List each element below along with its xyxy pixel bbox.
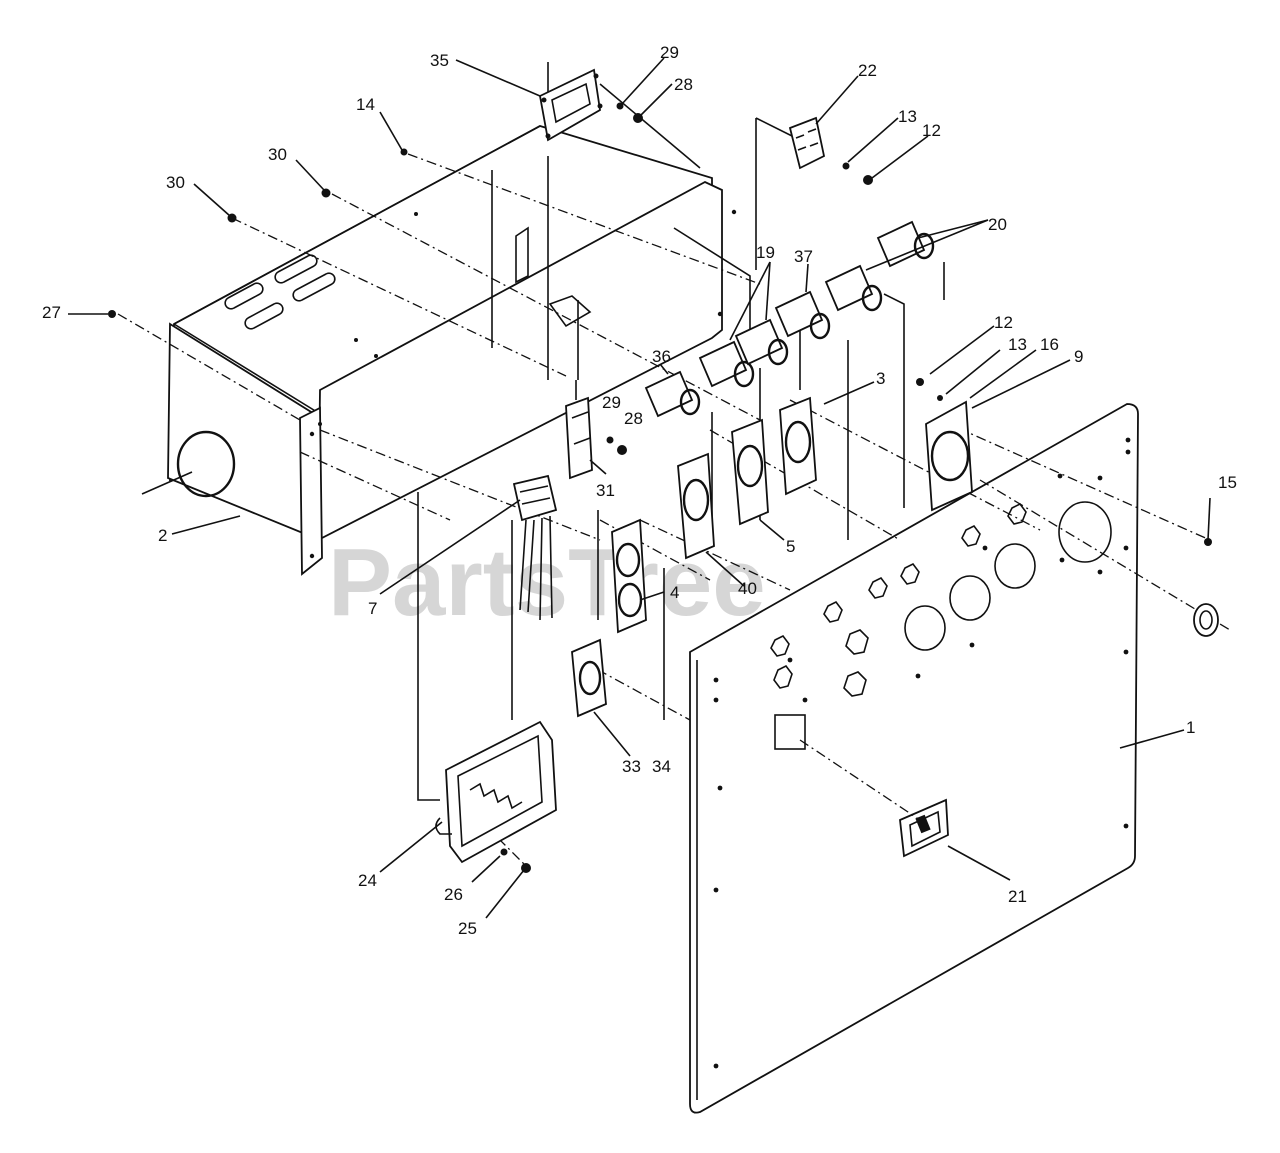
terminal-part-22 [788, 116, 826, 170]
callout-20: 20 [988, 215, 1007, 234]
callout-13a: 13 [898, 107, 917, 126]
switch-part-21 [899, 798, 949, 858]
receptacle-part-9 [925, 400, 973, 512]
bracket-part-35 [538, 68, 603, 142]
mounting-planes [417, 62, 945, 801]
callout-40: 40 [738, 579, 757, 598]
callout-35: 35 [430, 51, 449, 70]
module-part-24 [435, 720, 557, 864]
callout-31: 31 [596, 481, 615, 500]
breaker-20b [876, 220, 935, 268]
callout-26: 26 [444, 885, 463, 904]
callout-3: 3 [876, 369, 885, 388]
enclosure-part-2 [167, 125, 737, 576]
callout-36: 36 [652, 347, 671, 366]
callout-9: 9 [1074, 347, 1083, 366]
callout-labels: 1 2 3 4 5 7 9 12 12 13 13 14 15 16 19 20… [42, 43, 1237, 938]
hardware [108, 102, 1219, 873]
callout-4: 4 [670, 583, 679, 602]
callout-33: 33 [622, 757, 641, 776]
callout-7: 7 [368, 599, 377, 618]
callout-15: 15 [1218, 473, 1237, 492]
callout-34: 34 [652, 757, 671, 776]
callout-16: 16 [1040, 335, 1059, 354]
callout-21: 21 [1008, 887, 1027, 906]
callout-29b: 29 [602, 393, 621, 412]
callout-29a: 29 [660, 43, 679, 62]
callout-13b: 13 [1008, 335, 1027, 354]
callout-2: 2 [158, 526, 167, 545]
callout-24: 24 [358, 871, 377, 890]
callout-5: 5 [786, 537, 795, 556]
breaker-37 [774, 290, 831, 340]
harness-part-7 [512, 474, 558, 621]
callout-28a: 28 [674, 75, 693, 94]
callout-37: 37 [794, 247, 813, 266]
callout-12b: 12 [994, 313, 1013, 332]
receptacles [571, 396, 817, 718]
bracket-part-31 [565, 396, 593, 480]
callout-1: 1 [1186, 718, 1195, 737]
callout-28b: 28 [624, 409, 643, 428]
breaker-19a [698, 340, 755, 388]
callout-27: 27 [42, 303, 61, 322]
breaker-19b [734, 318, 789, 366]
callout-25: 25 [458, 919, 477, 938]
callout-14: 14 [356, 95, 375, 114]
callout-19: 19 [756, 243, 775, 262]
callout-12a: 12 [922, 121, 941, 140]
callout-30b: 30 [166, 173, 185, 192]
callout-30a: 30 [268, 145, 287, 164]
leader-lines [68, 57, 1211, 919]
callout-22: 22 [858, 61, 877, 80]
breaker-36 [644, 370, 701, 418]
circuit-breakers [644, 220, 935, 418]
breaker-20a [824, 264, 883, 312]
control-panel-part-1 [689, 403, 1139, 1114]
